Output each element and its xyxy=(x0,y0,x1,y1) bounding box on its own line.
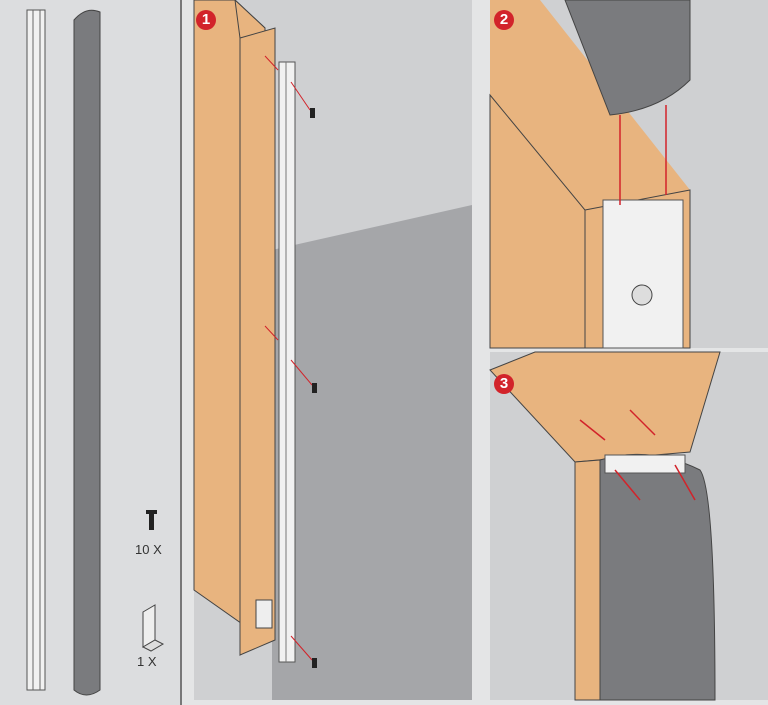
screw-icon xyxy=(146,510,157,530)
bracket-quantity: 1 X xyxy=(137,654,157,669)
bracket-icon xyxy=(141,604,165,652)
step-1-panel xyxy=(193,0,472,700)
step-2-badge: 2 xyxy=(494,10,514,30)
parts-panel xyxy=(0,0,182,705)
step-3-panel xyxy=(489,351,768,701)
cover-profile-part xyxy=(73,9,101,696)
mounting-rail-part xyxy=(26,9,46,691)
step-2-panel xyxy=(489,0,768,349)
screw-quantity: 10 X xyxy=(135,542,162,557)
step-3-badge: 3 xyxy=(494,374,514,394)
step-1-badge: 1 xyxy=(196,10,216,30)
